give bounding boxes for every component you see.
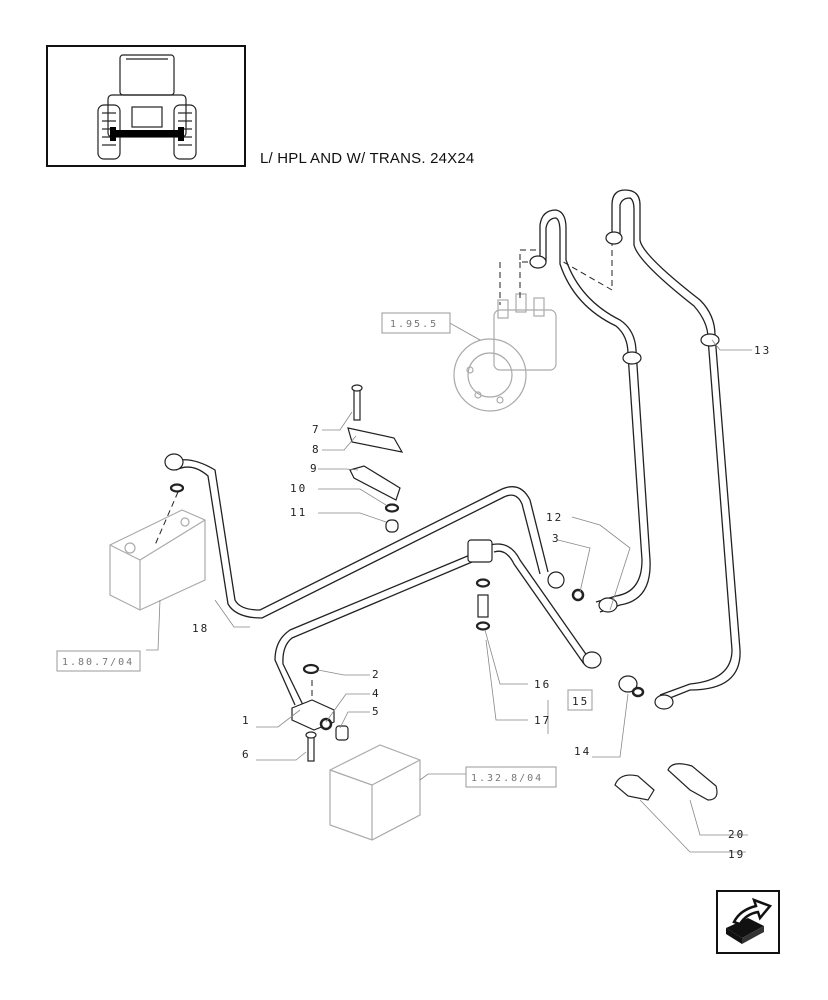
part-label-10: 10 [290,482,307,495]
part-label-11: 11 [290,506,307,519]
part-label-20: 20 [728,828,745,841]
part-label-12: 12 [546,511,563,524]
steering-unit-graphic [453,293,557,412]
part-label-18: 18 [192,622,209,635]
part-label-15: 15 [572,695,589,708]
part-label-1: 1 [242,714,251,727]
part-label-4: 4 [372,687,381,700]
part-label-14: 14 [574,745,591,758]
next-page-arrow-icon [726,897,773,944]
tractor-thumbnail [46,45,246,167]
ref-valve: 1.80.7/04 [62,657,134,668]
part-label-3: 3 [552,532,561,545]
ref-steering-unit: 1.95.5 [390,319,438,330]
part-label-6: 6 [242,748,251,761]
next-page-button[interactable] [716,890,780,954]
part-label-7: 7 [312,423,321,436]
tractor-front-icon [97,54,197,160]
part-label-19: 19 [728,848,745,861]
part-label-16: 16 [534,678,551,691]
part-label-5: 5 [372,705,381,718]
part-label-17: 17 [534,714,551,727]
ref-axle: 1.32.8/04 [471,773,543,784]
part-label-8: 8 [312,443,321,456]
part-label-9: 9 [310,462,319,475]
page-title: L/ HPL AND W/ TRANS. 24X24 [260,150,475,167]
part-label-2: 2 [372,668,381,681]
part-label-13: 13 [754,344,771,357]
